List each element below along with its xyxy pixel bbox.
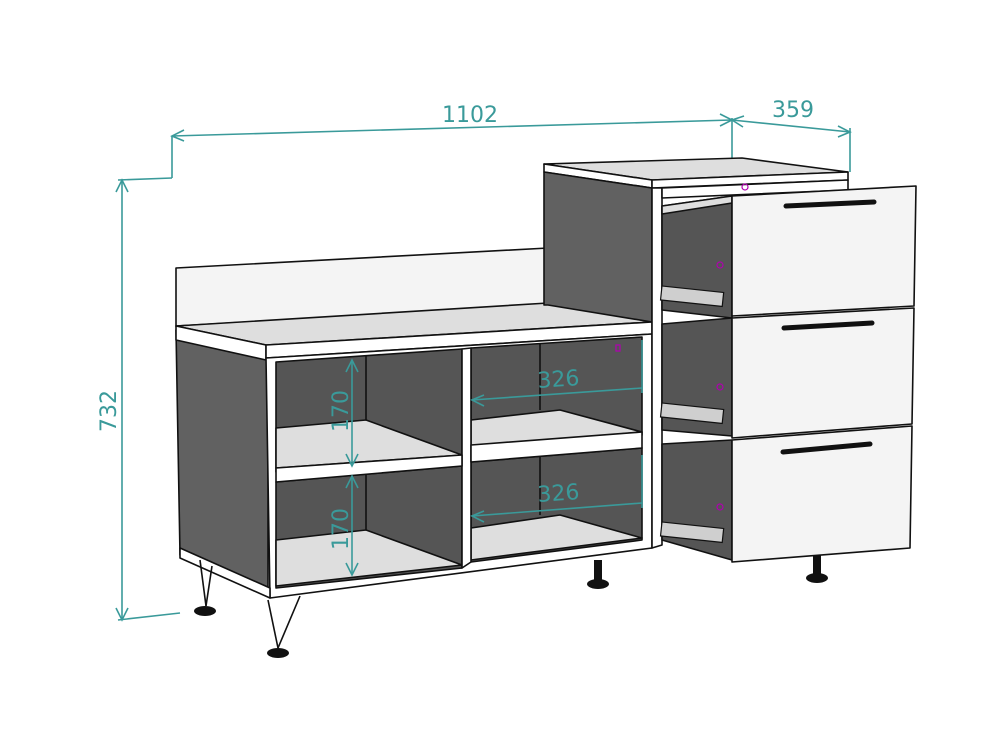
shelf-width-lower-label: 326 [537, 480, 581, 508]
drawer-depth-label: 359 [772, 98, 814, 123]
drawer-handle-2 [781, 320, 875, 331]
drawer-tower [543, 157, 917, 563]
drawer-front-1[interactable] [731, 185, 917, 317]
legs [194, 555, 828, 658]
drawer-handle-3 [780, 441, 873, 455]
total-height-label: 732 [97, 390, 122, 432]
shelf-height-upper-label: 170 [329, 390, 354, 432]
shelf-width-upper-label: 326 [537, 366, 581, 394]
dimension-lines [115, 113, 852, 622]
bench-section [175, 247, 653, 599]
drawer-front-3[interactable] [731, 425, 913, 563]
drawer-handle-1 [783, 199, 877, 209]
drawer-front-2[interactable] [731, 307, 915, 439]
shelf-height-lower-label: 170 [329, 508, 354, 550]
total-width-label: 1102 [442, 103, 498, 128]
inner-dimensions [345, 340, 643, 577]
